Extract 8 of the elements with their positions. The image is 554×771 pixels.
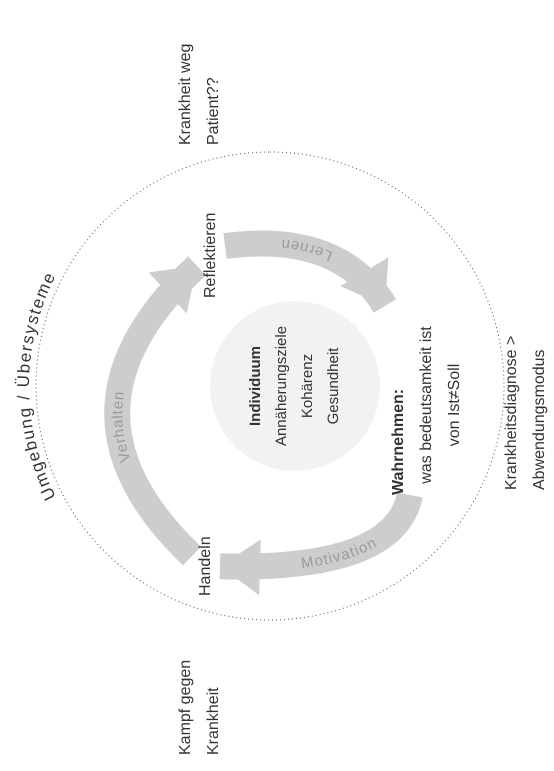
stage-label: Reflektieren xyxy=(197,206,225,298)
center-text: Annäherungsziele Kohärenz Gesundheit xyxy=(272,324,343,448)
stage-heading: Wahrnehmen: xyxy=(389,388,408,495)
stage-text: was bedeutsamkeit ist von Ist≠Soll xyxy=(417,325,464,486)
center-heading: Individuum xyxy=(246,345,265,428)
note-text: Krankheit weg Patient?? xyxy=(176,42,223,145)
stage-label: Handeln xyxy=(192,534,220,596)
note-text: Kampf gegen Krankheit xyxy=(176,658,223,755)
